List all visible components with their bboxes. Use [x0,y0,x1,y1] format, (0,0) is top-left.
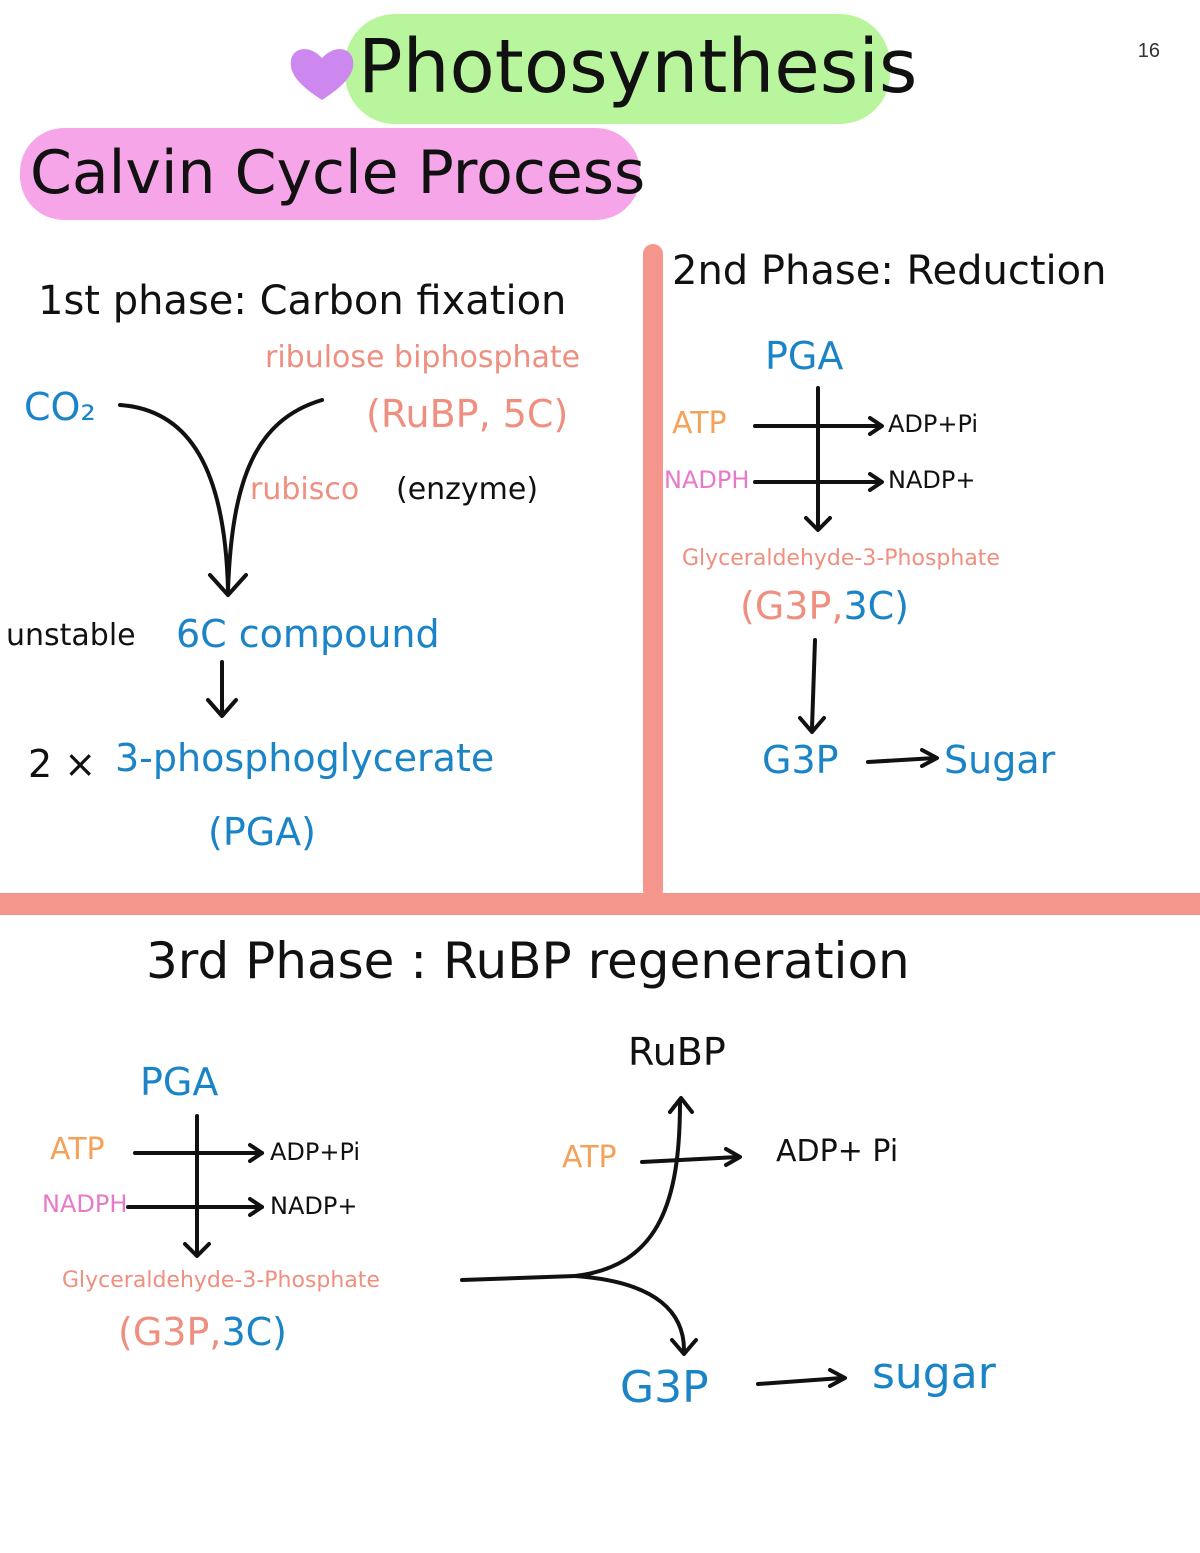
arrowhead-pga [206,698,238,718]
p3-g3p-curve [573,1274,686,1352]
p2-g3p-abbr-b: 3C) [843,584,909,628]
enzyme-label: (enzyme) [396,472,539,507]
p2-g3p-name-label: Glyceraldehyde-3-Phosphate [682,546,1000,571]
rubp-5c-label: (RuBP, 5C) [366,392,569,436]
p2-sugar-arrowhead [920,748,939,768]
p2-nadph-arrowhead [868,472,884,492]
p3-arrowhead [183,1242,211,1258]
p3-atp-arrowhead [248,1143,264,1163]
co2-curve-arrow [118,403,230,592]
p3-rubp-label: RuBP [628,1030,726,1074]
vertical-divider [643,244,663,900]
unstable-label: unstable [6,618,136,653]
p2-g3p-arrow [810,638,817,730]
p3-g3p-abbr-b: 3C) [221,1310,287,1354]
rubisco-label: rubisco [250,472,360,507]
p3-atp2-arrow [640,1155,740,1164]
p2-nadp-label: NADP+ [888,466,976,494]
p2-g3p-abbr-a: (G3P, [740,584,844,628]
p3-pga-label: PGA [140,1060,219,1104]
p3-g3p-label: G3P [620,1362,709,1413]
p3-adp-label: ADP+Pi [270,1138,361,1166]
p3-split-line [460,1274,577,1282]
p2-atp-arrowhead [868,416,884,436]
p3-nadph-arrowhead [248,1197,264,1217]
p2-g3p-abbr-label: (G3P,3C) [740,584,909,628]
pga-abbr-label: (PGA) [208,810,317,854]
p3-atp-label: ATP [50,1132,105,1167]
p3-g3p-name-label: Glyceraldehyde-3-Phosphate [62,1268,380,1293]
p2-sugar-label: Sugar [944,738,1056,782]
phase2-heading: 2nd Phase: Reduction [672,248,1107,294]
p3-sugar-arrow [756,1376,844,1386]
arrowhead-6c [208,573,248,597]
p2-g3p-arrowhead [798,716,826,734]
compound-6c-label: 6C compound [176,612,440,656]
p2-atp-label: ATP [672,406,727,441]
p3-rubp-arrowhead [668,1096,694,1114]
section-title-highlight [20,128,640,220]
p3-atp2-label: ATP [562,1140,617,1175]
p2-nadph-label: NADPH [664,466,750,494]
heart-icon [290,49,354,100]
p3-rubp-curve [573,1100,682,1278]
p3-adp2-label: ADP+ Pi [776,1134,899,1169]
p3-sugar-label: sugar [872,1348,996,1399]
p3-g3p-abbr-label: (G3P,3C) [118,1310,287,1354]
rubp-curve-arrow [226,398,324,592]
phase3-heading: 3rd Phase : RuBP regeneration [146,932,910,990]
section-title: Calvin Cycle Process [30,138,646,208]
phase1-heading: 1st phase: Carbon fixation [38,278,567,324]
p3-g3p-abbr-a: (G3P, [118,1310,222,1354]
p3-sugar-arrowhead [828,1368,847,1388]
page-title: Photosynthesis [358,24,918,110]
p2-adp-label: ADP+Pi [888,410,979,438]
horizontal-divider [0,893,1200,915]
p2-sugar-arrow [866,756,937,764]
times-label: 2 × [28,742,97,786]
p2-arrowhead [804,516,832,532]
pga-name-label: 3-phosphoglycerate [115,736,495,780]
p2-pga-label: PGA [765,334,844,378]
p2-g3p-label: G3P [762,738,839,782]
p3-g3p-arrowhead [670,1338,698,1356]
co2-label: CO₂ [24,385,96,429]
p3-nadp-label: NADP+ [270,1192,358,1220]
ribulose-label: ribulose biphosphate [265,340,581,375]
p3-nadph-label: NADPH [42,1190,128,1218]
page-number: 16 [1137,40,1160,62]
p3-atp2-arrowhead [724,1147,742,1167]
title-highlight [345,14,890,124]
